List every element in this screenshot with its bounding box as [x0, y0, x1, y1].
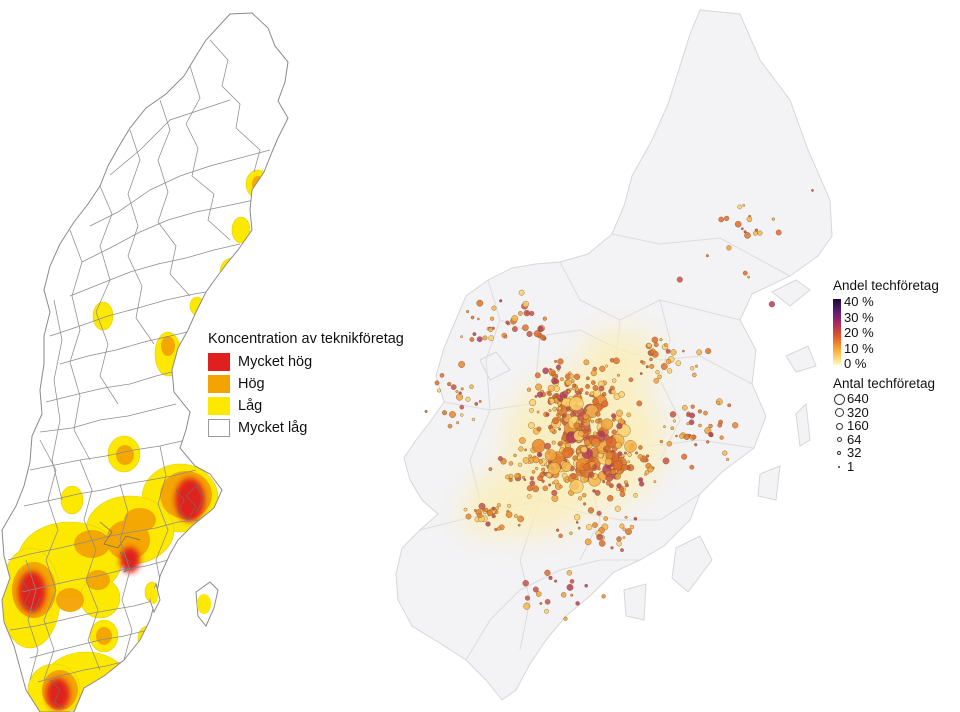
- legend-swatch-high: [208, 375, 230, 393]
- size-circle-icon: [837, 451, 841, 456]
- size-circle-icon: [836, 437, 842, 443]
- color-tick: 0 %: [844, 356, 867, 371]
- size-item: 640: [833, 391, 939, 407]
- color-legend-title: Andel techföretag: [833, 278, 939, 293]
- size-item: 160: [833, 418, 939, 434]
- size-item: 1: [833, 458, 939, 474]
- color-scale-bar: [833, 299, 841, 365]
- legend-label-high: Hög: [238, 376, 265, 392]
- color-scale: 40 % 30 % 20 % 10 % 0 %: [833, 295, 939, 373]
- size-circle-icon: [838, 465, 840, 468]
- size-circle-icon: [833, 393, 845, 405]
- urban-municipality-borders: [21, 485, 205, 709]
- legend-label-very-low: Mycket låg: [238, 420, 308, 436]
- color-tick: 40 %: [844, 294, 874, 309]
- legend-label-low: Låg: [238, 398, 263, 414]
- concentration-legend-title: Koncentration av teknikföretag: [208, 331, 404, 347]
- size-item: 320: [833, 404, 939, 420]
- legend-item-very-high: Mycket hög: [208, 351, 404, 373]
- color-tick: 20 %: [844, 325, 874, 340]
- legend-swatch-very-high: [208, 353, 230, 371]
- size-item: 32: [833, 445, 939, 461]
- size-label: 64: [847, 431, 862, 447]
- legend-item-low: Låg: [208, 395, 404, 417]
- legend-item-high: Hög: [208, 373, 404, 395]
- size-scale: 640 320 160 64 32 1: [833, 391, 939, 474]
- size-label: 160: [847, 418, 869, 434]
- size-label: 320: [847, 404, 869, 420]
- size-item: 64: [833, 431, 939, 447]
- size-circle-icon: [835, 422, 843, 430]
- legend-swatch-low: [208, 397, 230, 415]
- share-legend: Andel techföretag 40 % 30 % 20 % 10 % 0 …: [833, 279, 939, 474]
- islands: [149, 581, 219, 627]
- legend-item-very-low: Mycket låg: [208, 417, 404, 439]
- color-tick: 10 %: [844, 340, 874, 356]
- size-label: 1: [847, 458, 855, 474]
- concentration-legend: Koncentration av teknikföretag Mycket hö…: [208, 331, 404, 439]
- color-tick: 30 %: [844, 309, 874, 325]
- legend-swatch-very-low: [208, 419, 230, 437]
- size-label: 32: [847, 445, 862, 461]
- legend-label-very-high: Mycket hög: [238, 354, 313, 370]
- color-scale-ticks: 40 % 30 % 20 % 10 % 0 %: [844, 295, 874, 373]
- size-legend-title: Antal techföretag: [833, 375, 936, 391]
- size-label: 640: [847, 391, 869, 407]
- size-circle-icon: [834, 408, 844, 418]
